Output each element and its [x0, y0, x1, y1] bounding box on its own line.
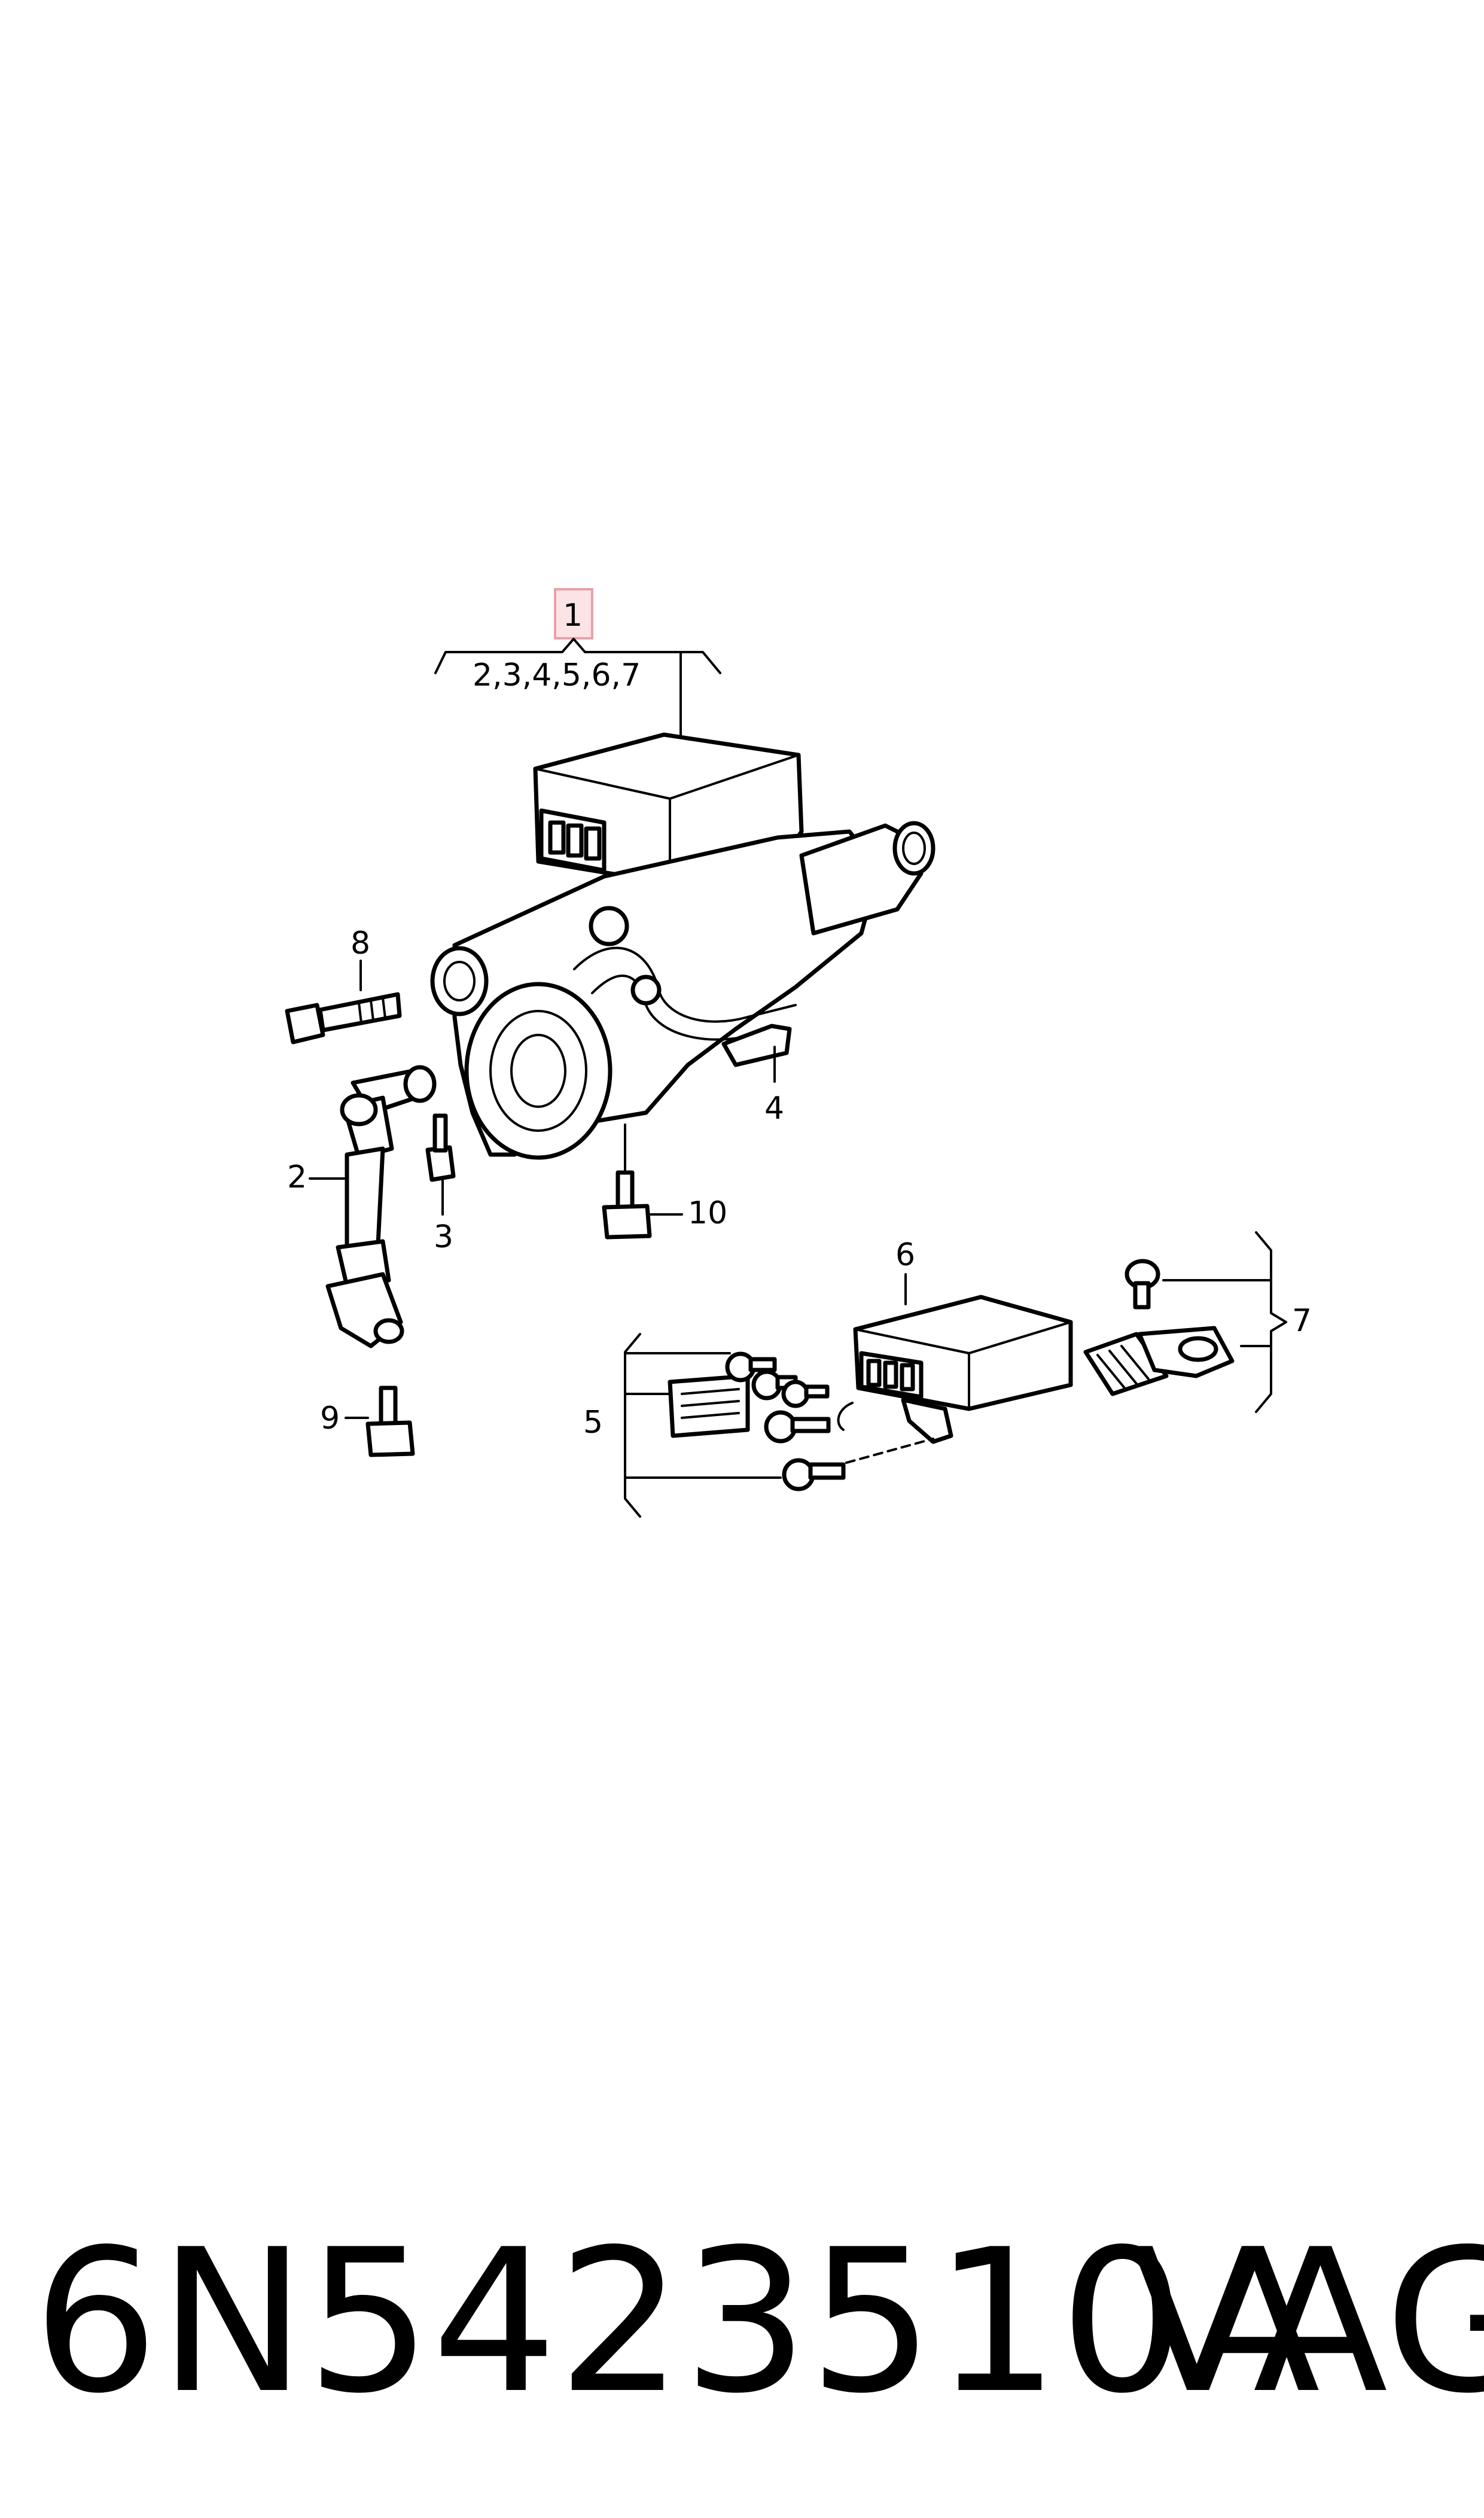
callout-7-label: 7	[1292, 1303, 1312, 1339]
motor-housing	[464, 982, 613, 1160]
callout-3-label: 3	[434, 1219, 453, 1255]
bolt-10: 10	[602, 1123, 727, 1240]
callout-9-label: 9	[320, 1400, 340, 1436]
callout-1-bracket	[434, 638, 721, 674]
callout-1-label: 1	[563, 598, 583, 634]
callout-1-sublabel: 2,3,4,5,6,7	[473, 657, 641, 693]
locking-lever	[721, 1024, 792, 1067]
bolt-9: 9	[320, 1386, 415, 1457]
callout-4-label: 4	[764, 1091, 784, 1126]
callout-2-label: 2	[287, 1159, 307, 1195]
screw-3: 3	[425, 1113, 456, 1255]
bolt-8: 8	[285, 925, 402, 1045]
lock-set-7: 7	[1083, 1231, 1312, 1413]
callout-10-label: 10	[688, 1195, 727, 1231]
callout-5-label: 5	[583, 1405, 603, 1441]
part-number: 6N5423510A	[33, 2207, 1321, 2437]
column-tube-end	[892, 821, 936, 876]
control-unit-6: 6	[837, 1237, 1073, 1444]
intermediate-shaft-2: 2	[287, 1065, 437, 1348]
bracket-5	[624, 1333, 641, 1518]
callout-8-label: 8	[351, 925, 370, 961]
bracket-7	[1255, 1231, 1287, 1413]
brand-name: VAG	[1130, 2207, 1484, 2437]
callout-1-group: 1 2,3,4,5,6,7	[434, 588, 721, 742]
screw-set-5: 5	[583, 1333, 934, 1518]
shaft-flange	[430, 946, 489, 1016]
steering-column-assembly	[430, 732, 936, 1160]
callout-6-label: 6	[895, 1237, 915, 1273]
